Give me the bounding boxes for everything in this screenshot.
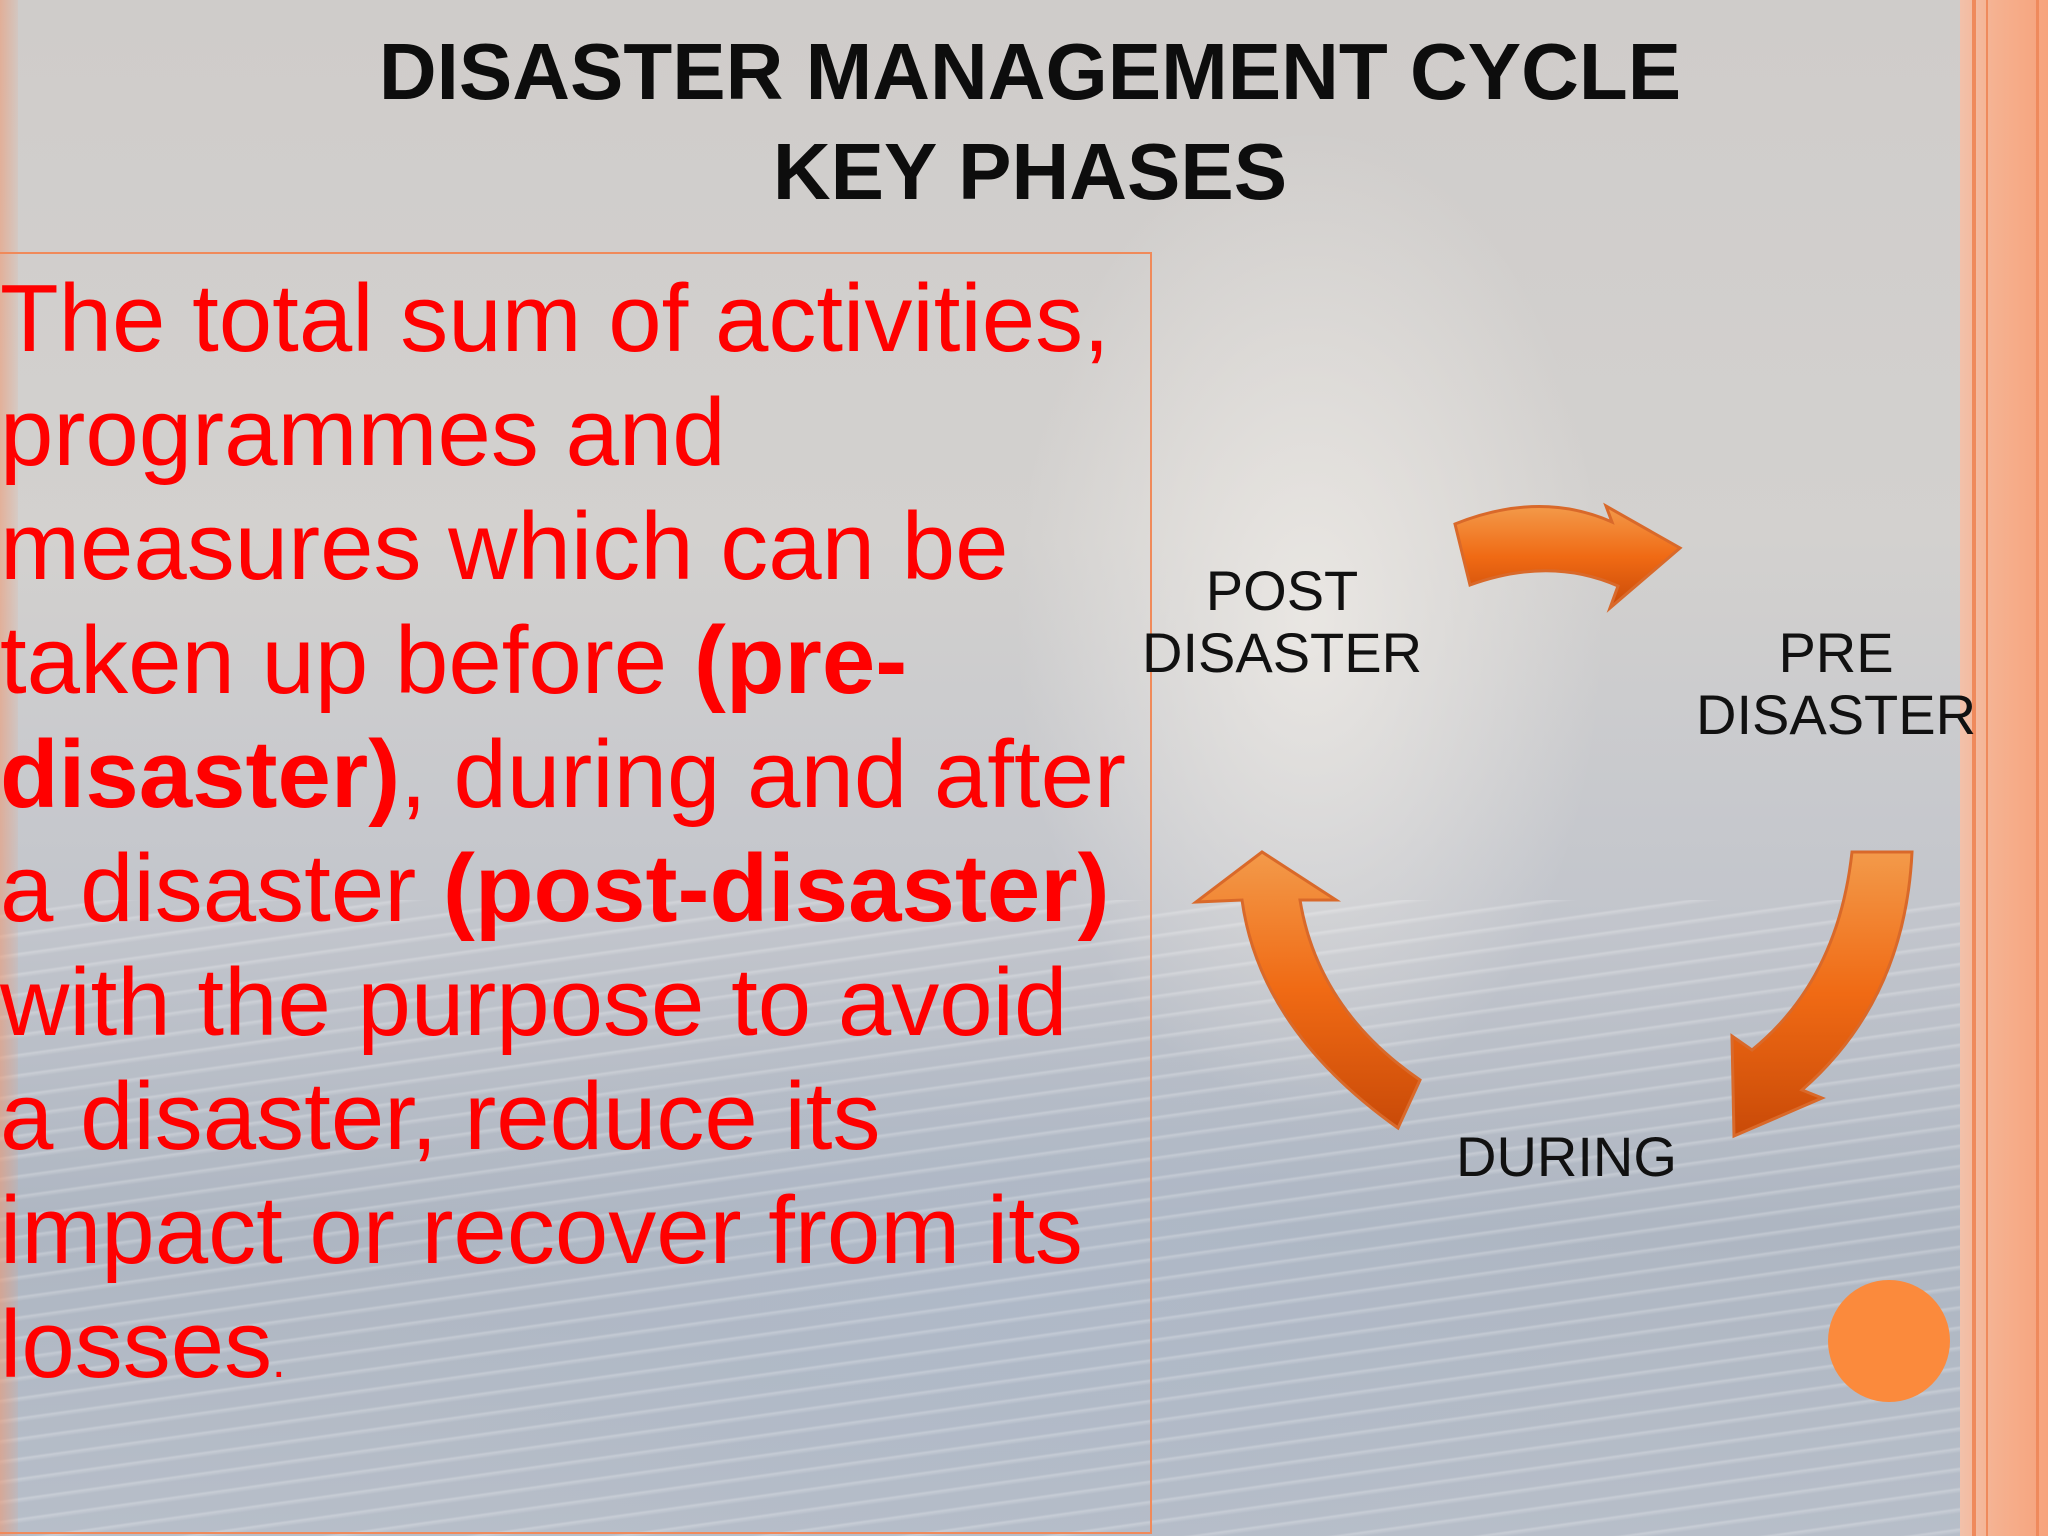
phase-label-line: DISASTER [1142,621,1423,684]
slide-title: DISASTER MANAGEMENT CYCLE KEY PHASES [280,22,1780,222]
definition-part: with the purpose to avoid a disaster, re… [0,949,1083,1398]
definition-part: , during and after a disaster [0,721,1126,942]
right-border-line [2036,0,2039,1536]
phase-label-line: PRE [1778,621,1894,684]
phase-pre-disaster: PRE DISASTER [1696,622,1976,746]
right-border-line [1986,0,1988,1536]
title-line-2: KEY PHASES [772,127,1288,216]
arrow-during-to-post [1191,850,1422,1131]
phase-during: DURING [1456,1125,1677,1188]
definition-part: The total sum of activities, programmes … [0,265,1110,714]
arrow-post-to-pre [1453,502,1683,613]
title-line-1: DISASTER MANAGEMENT CYCLE [378,27,1682,116]
phase-post-disaster: POST DISASTER [1142,560,1422,684]
definition-period: . [272,1335,286,1388]
phase-label-line: POST [1205,559,1359,622]
definition-text: The total sum of activities, programmes … [0,262,1140,1419]
left-border-decoration [0,0,18,1536]
arrow-pre-to-during [1730,850,1914,1139]
wave-texture [0,900,2048,1536]
pre-disaster-term: (pre-disaster) [0,607,908,828]
phase-label-line: DISASTER [1696,683,1977,746]
right-border-line [1972,0,1976,1536]
post-disaster-term: (post-disaster) [442,835,1110,942]
definition-textbox [0,252,1152,1534]
decorative-circle [1828,1280,1950,1402]
